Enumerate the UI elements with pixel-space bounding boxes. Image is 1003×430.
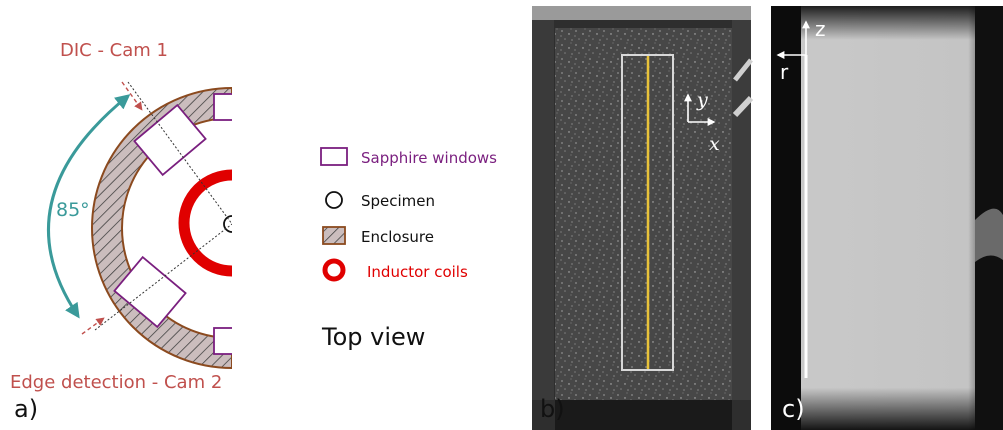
- panel-c: z r c): [771, 6, 1003, 430]
- panel-a-label: a): [14, 395, 38, 423]
- panel-a: DIC - Cam 1 Edge detection - Cam 2 85° a…: [10, 40, 497, 423]
- angle-arc: [47, 94, 131, 319]
- sapphire-window-top: [133, 103, 207, 177]
- axis-z-label: z: [815, 17, 826, 41]
- specimen: [223, 215, 232, 233]
- legend-specimen-label: Specimen: [361, 192, 435, 210]
- legend: Sapphire windows Specimen Enclosure Indu…: [320, 147, 497, 282]
- panel-b-label: b): [540, 395, 565, 423]
- panel-c-label: c): [782, 395, 805, 423]
- legend-enclosure-label: Enclosure: [361, 228, 434, 246]
- axis-x-label: x: [709, 133, 720, 155]
- specimen-speckle: [555, 28, 732, 400]
- cam1-axis-line: [127, 81, 232, 225]
- legend-sapphire-swatch: [320, 147, 348, 166]
- legend-sapphire-label: Sapphire windows: [361, 149, 497, 167]
- cam2-arrow: [81, 317, 105, 335]
- legend-enclosure-swatch: [322, 226, 346, 245]
- legend-inductor-swatch: [322, 258, 346, 282]
- legend-inductor-label: Inductor coils: [367, 263, 468, 281]
- cam1-label: DIC - Cam 1: [60, 40, 168, 61]
- view-label: Top view: [321, 323, 425, 351]
- sapphire-window-bottom-right: [213, 327, 232, 355]
- sapphire-window-top-right: [213, 93, 232, 121]
- legend-specimen-swatch: [325, 191, 343, 209]
- angle-label: 85°: [56, 199, 90, 221]
- axis-r-label: r: [780, 60, 789, 84]
- axis-y-label: y: [696, 89, 708, 111]
- panel-b: y x b): [532, 6, 754, 430]
- inductor-coil: [178, 169, 232, 277]
- cam1-arrow: [121, 81, 143, 111]
- cam2-label: Edge detection - Cam 2: [10, 372, 222, 393]
- roi-box: [621, 54, 674, 371]
